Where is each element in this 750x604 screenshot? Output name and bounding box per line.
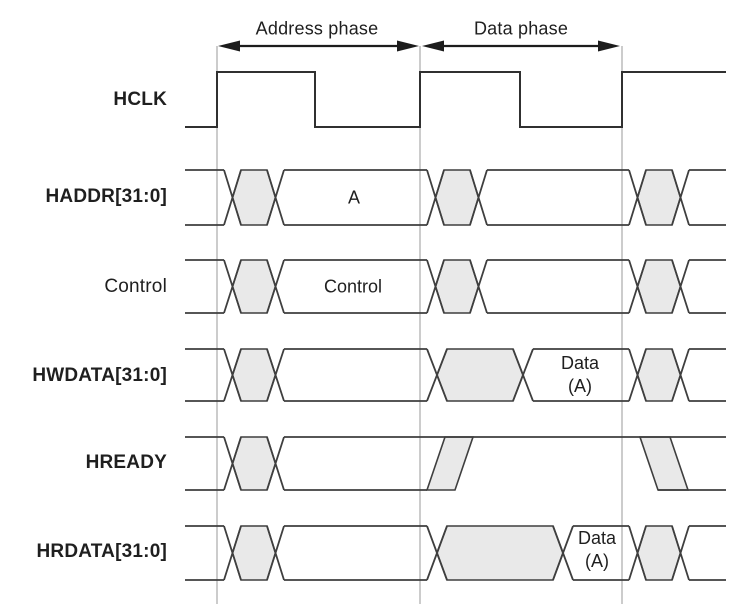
- signal-label-hclk: HCLK: [113, 89, 167, 110]
- signal-trace: [185, 436, 726, 491]
- bus-wide-hexagon: [436, 525, 564, 581]
- hclk-waveform: [185, 71, 726, 128]
- hready-waveform: [185, 436, 726, 491]
- hwdata-value-line1: Data: [560, 353, 600, 373]
- hwdata-value-line2: (A): [568, 376, 592, 396]
- hwdata-value: Data (A): [561, 352, 599, 398]
- arrowhead-right-icon: [397, 40, 419, 52]
- signal-label-hwdata: HWDATA[31:0]: [32, 365, 167, 386]
- arrowhead-right-icon: [598, 40, 620, 52]
- signal-label-haddr: HADDR[31:0]: [45, 186, 167, 207]
- data-phase-label: Data phase: [473, 18, 569, 39]
- haddr-waveform: [185, 169, 726, 226]
- rise-transition-parallelogram: [425, 436, 475, 491]
- hrdata-waveform: [185, 525, 726, 581]
- control-value: Control: [323, 276, 383, 297]
- signal-label-control: Control: [104, 276, 167, 297]
- hrdata-value-line2: (A): [585, 551, 609, 571]
- control-waveform: [185, 259, 726, 314]
- bus-trace: [185, 525, 726, 581]
- haddr-value-a: A: [347, 187, 361, 208]
- bus-trace: [185, 169, 726, 226]
- bus-trace: [185, 259, 726, 314]
- phase-arrows: [218, 40, 620, 52]
- bus-trace: [185, 348, 726, 402]
- hwdata-waveform: [185, 348, 726, 402]
- clock-trace: [185, 71, 726, 128]
- bus-wide-hexagon: [436, 348, 524, 402]
- hrdata-value-line1: Data: [577, 528, 617, 548]
- address-phase-label: Address phase: [255, 18, 379, 39]
- signal-label-hready: HREADY: [85, 452, 167, 473]
- hrdata-value: Data (A): [578, 527, 616, 573]
- arrowhead-left-icon: [218, 40, 240, 52]
- fall-transition-parallelogram: [638, 436, 690, 491]
- arrowhead-left-icon: [422, 40, 444, 52]
- signal-label-hrdata: HRDATA[31:0]: [36, 541, 167, 562]
- clock-edge-guides: [216, 46, 623, 604]
